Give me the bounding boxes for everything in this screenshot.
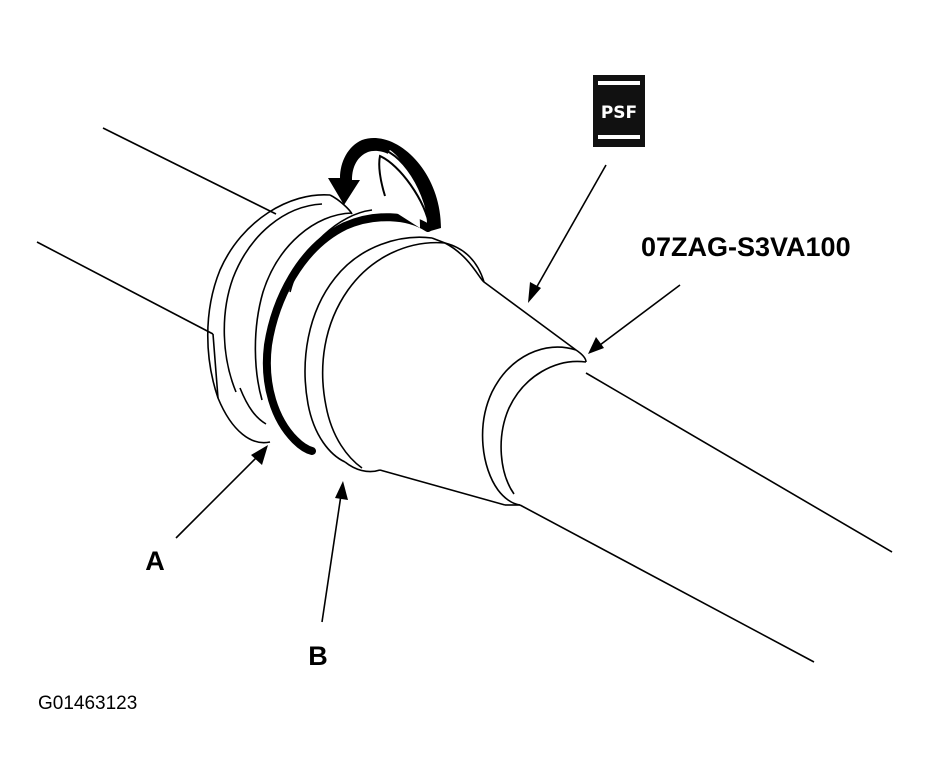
- collar-b: [304, 236, 446, 473]
- label-a: A: [145, 546, 165, 576]
- leader-arrows: [175, 164, 681, 623]
- o-ring-a: [262, 213, 432, 455]
- fitting-back-flange: [206, 194, 353, 444]
- right-shaft: [519, 372, 893, 663]
- sleeve: [481, 346, 587, 506]
- psf-label: PSF: [601, 103, 637, 123]
- installer-cone: [379, 242, 577, 506]
- tool-number-label: 07ZAG-S3VA100: [641, 232, 851, 262]
- label-b: B: [308, 641, 328, 671]
- psf-symbol-icon: PSF: [593, 75, 645, 147]
- figure-id: G01463123: [38, 693, 137, 714]
- rotation-arrow-icon: [328, 137, 441, 232]
- left-shaft: [36, 127, 277, 335]
